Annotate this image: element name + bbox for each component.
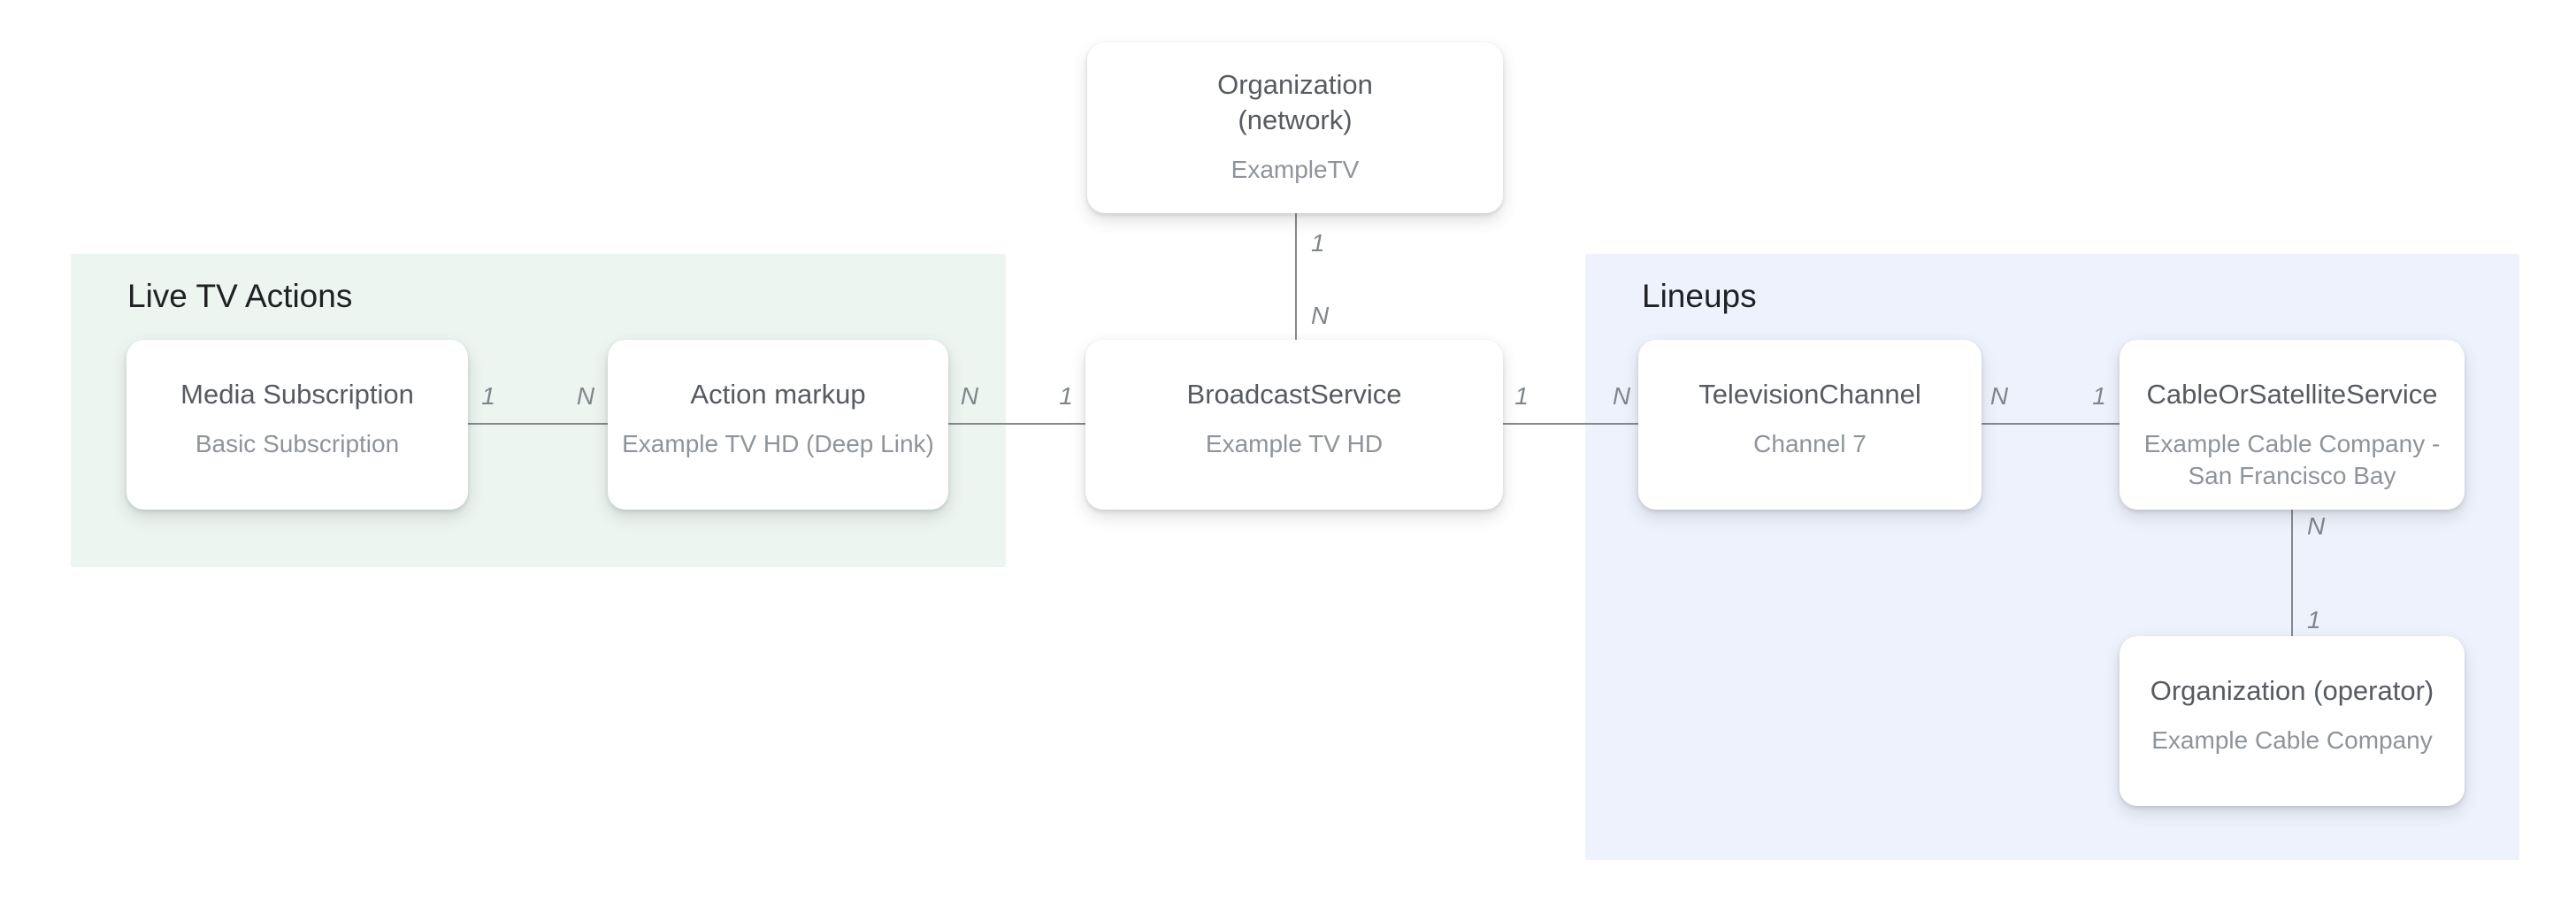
cardinality-network-to-broadcast-top: 1 — [1311, 229, 1325, 257]
live-tv-actions-title: Live TV Actions — [127, 278, 353, 314]
node-television-channel-subtitle: Channel 7 — [1753, 430, 1867, 457]
node-action-markup-title: Action markup — [690, 379, 866, 410]
cardinality-network-to-broadcast-bottom: N — [1311, 302, 1330, 329]
lineups-title: Lineups — [1642, 278, 1757, 314]
connector-action-to-broadcast — [948, 423, 1085, 425]
cardinality-tv-to-cable-right: 1 — [2092, 382, 2106, 410]
cardinality-cable-to-operator-top: N — [2307, 512, 2326, 540]
cardinality-media-to-action-left: 1 — [481, 382, 495, 410]
node-broadcast-service-subtitle: Example TV HD — [1205, 430, 1384, 457]
node-organization-network: Organization (network) ExampleTV — [1087, 42, 1503, 213]
connector-tv-to-cable — [1982, 423, 2120, 425]
node-media-subscription-title: Media Subscription — [180, 379, 414, 410]
node-organization-network-subtitle: ExampleTV — [1230, 156, 1360, 183]
cardinality-broadcast-to-tv-left: 1 — [1514, 382, 1529, 410]
node-television-channel: TelevisionChannel Channel 7 — [1638, 340, 1982, 510]
node-television-channel-title: TelevisionChannel — [1698, 379, 1921, 410]
node-cable-or-satellite-service: CableOrSatelliteService Example Cable Co… — [2120, 340, 2465, 510]
node-action-markup: Action markup Example TV HD (Deep Link) — [608, 340, 948, 510]
node-organization-operator-subtitle: Example Cable Company — [2151, 726, 2433, 754]
node-organization-operator: Organization (operator) Example Cable Co… — [2120, 636, 2465, 806]
node-broadcast-service-title: BroadcastService — [1186, 379, 1402, 410]
cardinality-tv-to-cable-left: N — [1990, 382, 2009, 410]
cardinality-action-to-broadcast-left: N — [960, 382, 979, 410]
connector-cable-to-operator — [2291, 510, 2293, 636]
connector-broadcast-to-tv — [1503, 423, 1638, 425]
node-media-subscription: Media Subscription Basic Subscription — [126, 340, 468, 510]
cardinality-media-to-action-right: N — [576, 382, 595, 410]
node-cable-or-satellite-service-subtitle: Example Cable Company - San Francisco Ba… — [2143, 430, 2441, 489]
cardinality-cable-to-operator-bottom: 1 — [2307, 606, 2321, 633]
node-cable-or-satellite-service-title: CableOrSatelliteService — [2146, 379, 2438, 410]
connector-media-to-action — [468, 423, 608, 425]
connector-network-to-broadcast — [1295, 213, 1297, 340]
cardinality-broadcast-to-tv-right: N — [1612, 382, 1631, 410]
node-organization-operator-title: Organization (operator) — [2150, 675, 2434, 706]
cardinality-action-to-broadcast-right: 1 — [1059, 382, 1073, 410]
node-broadcast-service: BroadcastService Example TV HD — [1085, 340, 1503, 510]
node-action-markup-subtitle: Example TV HD (Deep Link) — [622, 430, 934, 457]
node-media-subscription-subtitle: Basic Subscription — [195, 430, 400, 457]
node-organization-network-title: Organization (network) — [1217, 69, 1373, 135]
